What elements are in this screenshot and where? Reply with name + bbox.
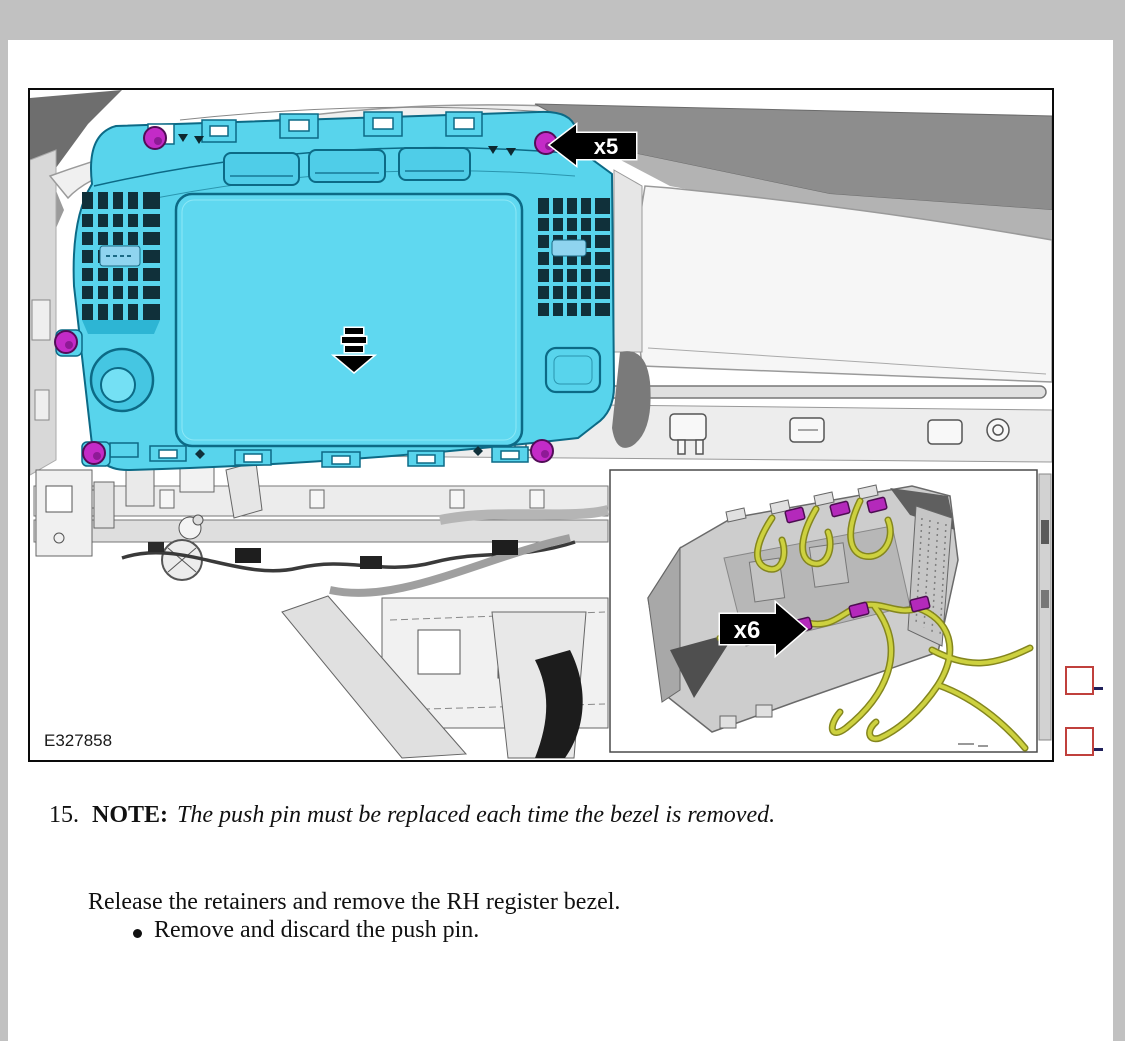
callout-x6-label: x6 xyxy=(734,617,761,644)
figure-id-label: E327858 xyxy=(44,731,112,750)
annotation-tick-2 xyxy=(1094,748,1103,751)
step-bullet-text: Remove and discard the push pin. xyxy=(154,917,480,943)
callout-x5-label: x5 xyxy=(594,134,618,159)
dash-substructure xyxy=(33,461,1052,759)
inset-detail-view: x6 xyxy=(609,469,1038,753)
step-instruction: Release the retainers and remove the RH … xyxy=(88,889,621,915)
bezel-highlight xyxy=(55,110,616,472)
hazard-button-pocket xyxy=(544,346,602,394)
note-text: The push pin must be replaced each time … xyxy=(177,802,776,828)
callout-x6: x6 xyxy=(718,599,809,659)
note-label: NOTE: xyxy=(92,802,169,828)
window-chrome-bar xyxy=(0,0,1125,40)
right-grille xyxy=(538,198,610,316)
pin-type-retainers xyxy=(784,496,931,634)
left-grille xyxy=(82,192,160,334)
clip-marks xyxy=(178,134,516,156)
manual-page: x5 xyxy=(8,40,1113,1041)
bottom-retainer-tabs xyxy=(109,442,529,468)
callout-x5: x5 xyxy=(547,121,638,169)
arrow-left-icon xyxy=(547,121,638,169)
step-note-line: 15. NOTE: The push pin must be replaced ea… xyxy=(49,802,775,829)
control-knob xyxy=(89,347,155,413)
top-retainer-tabs xyxy=(147,111,483,145)
arrow-right-icon xyxy=(718,599,809,659)
display-screen xyxy=(174,192,524,448)
push-pin-markers xyxy=(54,126,558,465)
annotation-box-2[interactable] xyxy=(1065,727,1094,756)
push-pin-icon xyxy=(330,326,378,374)
defroster-vents xyxy=(223,147,471,186)
figure-frame: x5 xyxy=(28,88,1054,762)
annotation-box-1[interactable] xyxy=(1065,666,1094,695)
bullet-dot xyxy=(133,929,142,938)
technical-illustration: x5 xyxy=(30,90,1052,760)
annotation-tick-1 xyxy=(1094,687,1103,690)
wiring-harness xyxy=(716,497,1034,752)
step-number: 15. xyxy=(49,802,79,828)
